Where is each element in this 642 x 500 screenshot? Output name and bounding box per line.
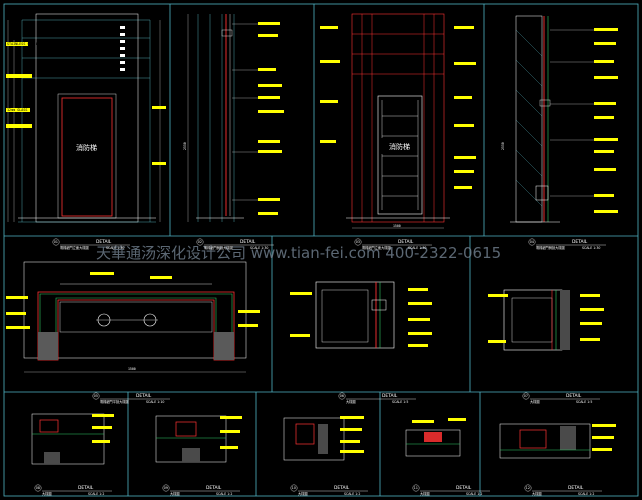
title-subtitle: 大樣圖 (530, 399, 540, 404)
title-subtitle: 大樣圖 (298, 491, 308, 496)
title-marker (522, 392, 530, 400)
title-scale: SCALE 1:2 (216, 492, 232, 496)
panel-10-detail (283, 416, 364, 461)
title-block-02: 02 DETAIL 電梯廳門側剖大樣圖 SCALE 1:30 (196, 238, 274, 250)
title-subtitle: 電梯廳門側剖大樣圖 (536, 245, 565, 250)
title-number: 02 (198, 240, 202, 244)
panel-01-note-stainless: STAINLESS STEEL (7, 42, 38, 46)
title-subtitle: 電梯廳門側剖大樣圖 (204, 245, 233, 250)
sheet-grid (3, 3, 639, 497)
panel-03-door-text: 消防梯 (389, 142, 410, 151)
title-subtitle: 大樣圖 (42, 491, 52, 496)
title-subtitle: 電梯廳門立面大樣圖 (362, 245, 391, 250)
title-text: DETAIL (206, 485, 222, 491)
panel-11-detail (405, 418, 466, 457)
title-marker (34, 484, 42, 492)
title-block-04: 04 DETAIL 電梯廳門側剖大樣圖 SCALE 1:30 (528, 238, 606, 250)
title-number: 01 (54, 240, 58, 244)
panel-07-detail (488, 289, 604, 351)
title-scale: SCALE 1:30 (106, 246, 124, 250)
title-marker (354, 238, 362, 246)
title-subtitle: 電梯廳門立面大樣圖 (60, 245, 89, 250)
panel-04-dim: 2550 (501, 142, 505, 150)
title-marker (162, 484, 170, 492)
title-number: 03 (356, 240, 360, 244)
title-number: 06 (340, 394, 344, 398)
title-number: 12 (526, 486, 530, 490)
title-block-10: 10 DETAIL 大樣圖 SCALE 1:2 (290, 484, 368, 496)
panel-02-section: 2550 (183, 14, 284, 222)
title-text: DETAIL (334, 485, 350, 491)
panel-12-detail (499, 423, 616, 459)
title-block-09: 09 DETAIL 大樣圖 SCALE 1:2 (162, 484, 240, 496)
title-text: DETAIL (398, 239, 414, 245)
title-block-01: 01 DETAIL 電梯廳門立面大樣圖 SCALE 1:30 (52, 238, 130, 250)
title-marker (92, 392, 100, 400)
panel-05-dim: 1500 (128, 367, 136, 371)
title-text: DETAIL (572, 239, 588, 245)
title-text: DETAIL (78, 485, 94, 491)
title-number: 11 (414, 486, 418, 490)
title-block-08: 08 DETAIL 大樣圖 SCALE 1:2 (34, 484, 112, 496)
title-marker (338, 392, 346, 400)
title-scale: SCALE 1:30 (250, 246, 268, 250)
title-text: DETAIL (96, 239, 112, 245)
title-text: DETAIL (566, 393, 582, 399)
title-marker (528, 238, 536, 246)
title-subtitle: 大樣圖 (420, 491, 430, 496)
title-scale: SCALE 1:2 (344, 492, 360, 496)
title-text: DETAIL (456, 485, 472, 491)
title-subtitle: 大樣圖 (532, 491, 542, 496)
title-number: 04 (530, 240, 534, 244)
panel-08-detail (31, 413, 114, 465)
title-block-12: 12 DETAIL 大樣圖 SCALE 1:2 (524, 484, 602, 496)
title-scale: SCALE 1:30 (408, 246, 426, 250)
title-number: 09 (164, 486, 168, 490)
title-subtitle: 電梯廳門平剖大樣圖 (100, 399, 129, 404)
title-number: 05 (94, 394, 98, 398)
title-scale: SCALE 1:30 (582, 246, 600, 250)
title-scale: SCALE 1:5 (576, 400, 592, 404)
title-scale: SCALE 1:2 (88, 492, 104, 496)
panel-04-section: 2550 (501, 15, 618, 223)
title-scale: SCALE 1:5 (392, 400, 408, 404)
title-block-03: 03 DETAIL 電梯廳門立面大樣圖 SCALE 1:30 (354, 238, 432, 250)
title-marker (524, 484, 532, 492)
title-scale: SCALE 1:2 (578, 492, 594, 496)
title-subtitle: 大樣圖 (346, 399, 356, 404)
title-block-05: 05 DETAIL 電梯廳門平剖大樣圖 SCALE 1:10 (92, 392, 170, 404)
panel-05-plan: 1500 (6, 261, 260, 373)
title-number: 10 (292, 486, 296, 490)
panel-06-detail (290, 281, 432, 349)
title-text: DETAIL (382, 393, 398, 399)
panel-03-elevation: 消防梯 1500 (320, 13, 476, 229)
title-number: 08 (36, 486, 40, 490)
title-text: DETAIL (136, 393, 152, 399)
watermark: 天華通汤深化设计公司 www.tian-fei.com 400-2322-061… (96, 244, 501, 262)
title-marker (290, 484, 298, 492)
title-number: 07 (524, 394, 528, 398)
panel-09-detail (155, 415, 242, 463)
title-marker (412, 484, 420, 492)
title-block-11: 11 DETAIL 大樣圖 SCALE 1:2 (412, 484, 490, 496)
title-marker (196, 238, 204, 246)
title-text: DETAIL (568, 485, 584, 491)
title-block-07: 07 DETAIL 大樣圖 SCALE 1:5 (522, 392, 600, 404)
title-subtitle: 大樣圖 (170, 491, 180, 496)
panel-03-dim: 1500 (393, 224, 401, 228)
panel-01-door-text: 消防梯 (76, 143, 97, 152)
title-scale: SCALE 1:10 (146, 400, 164, 404)
panel-01-elevation: 消防梯 STAINLESS STEEL 12mm GLASS (6, 13, 166, 223)
title-scale: SCALE 1:2 (466, 492, 482, 496)
title-text: DETAIL (240, 239, 256, 245)
panel-02-dim: 2550 (183, 142, 187, 150)
title-block-06: 06 DETAIL 大樣圖 SCALE 1:5 (338, 392, 416, 404)
title-marker (52, 238, 60, 246)
panel-01-note-glass: 12mm GLASS (7, 108, 27, 112)
